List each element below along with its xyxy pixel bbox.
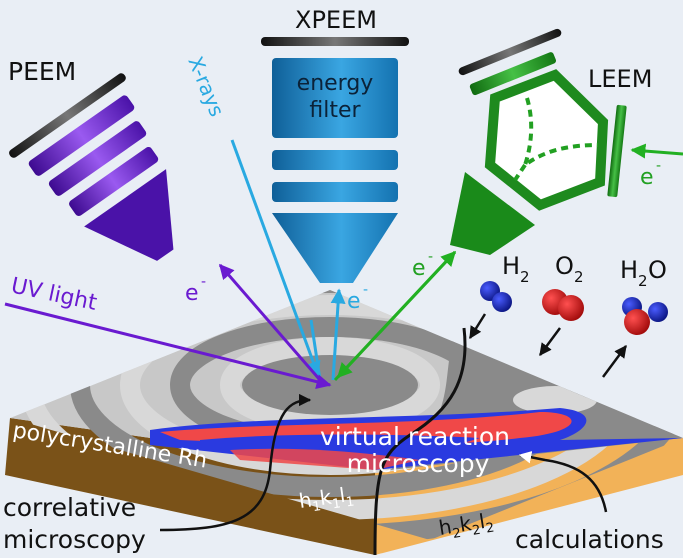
energy-filter-block <box>272 58 398 138</box>
beams <box>4 139 683 390</box>
leem-objective-cone <box>450 172 535 255</box>
leem-label: LEEM <box>588 65 652 93</box>
svg-text:e: e <box>412 256 426 281</box>
svg-text:-: - <box>201 274 206 290</box>
svg-text:H: H <box>502 252 520 280</box>
xpeem-label: XPEEM <box>295 6 377 34</box>
svg-text:e: e <box>347 289 361 314</box>
calculations-label: calculations <box>515 525 664 554</box>
virtual-reaction-label: virtual reaction <box>320 422 510 451</box>
svg-text:-: - <box>428 249 433 265</box>
xpeem-lens-1 <box>272 150 398 170</box>
xray-beam <box>230 139 321 377</box>
calculations-arrow <box>518 451 608 513</box>
peem-objective-cone <box>84 169 174 261</box>
leem-incoming-electron-label: e - <box>640 158 661 190</box>
peem-lens-1 <box>28 95 135 176</box>
sample-side-grain1 <box>5 418 375 555</box>
xrays-label: X-rays <box>183 53 229 120</box>
correlative-label-line1: correlative <box>3 493 136 522</box>
svg-text:-: - <box>363 282 368 298</box>
o2-label: O 2 <box>555 252 584 286</box>
molecule-h2o: H 2 O <box>601 256 668 378</box>
hydrogen-atom <box>492 292 512 312</box>
svg-text:O: O <box>648 256 667 284</box>
energy-filter-label-line1: energy <box>297 71 374 96</box>
peem-instrument <box>9 73 174 261</box>
svg-text:2: 2 <box>638 272 648 290</box>
leem-electron-label: e - <box>412 249 433 281</box>
uv-light-beam <box>4 302 332 390</box>
svg-text:e: e <box>185 281 199 306</box>
peem-lens-black <box>9 73 126 158</box>
peem-label: PEEM <box>8 57 76 86</box>
grain2-miller-index: h2k2l2 <box>437 508 495 544</box>
svg-text:2: 2 <box>520 268 530 286</box>
xpeem-instrument: energy filter <box>261 37 409 283</box>
svg-text:H: H <box>620 256 638 284</box>
leem-incoming-electron <box>630 143 683 159</box>
svg-text:2: 2 <box>574 268 584 286</box>
svg-text:h1k1l1: h1k1l1 <box>297 482 355 517</box>
xpeem-lens-black <box>261 37 409 46</box>
leem-beam-separator <box>484 69 609 211</box>
svg-text:h2k2l2: h2k2l2 <box>437 508 495 544</box>
hydrogen-atom <box>648 302 668 322</box>
leem-dashed-paths <box>513 97 599 182</box>
oxygen-atom <box>558 295 584 321</box>
svg-text:-: - <box>656 158 661 174</box>
grain1-miller-index: h1k1l1 <box>297 482 355 517</box>
xpeem-objective-cone <box>272 213 398 283</box>
molecule-h2: H 2 <box>468 252 530 340</box>
leem-side-lens <box>607 104 627 198</box>
svg-text:e: e <box>640 165 654 190</box>
peem-lens-2 <box>48 121 147 196</box>
molecule-o2: O 2 <box>538 252 584 357</box>
leem-instrument <box>450 28 627 255</box>
leem-lens-black <box>458 28 562 76</box>
leem-lens-green <box>469 52 556 96</box>
oxygen-atom <box>624 309 650 335</box>
peem-electron-beam <box>218 263 322 381</box>
correlative-label-line2: microscopy <box>3 525 146 554</box>
xpeem-electron-beam <box>330 288 346 381</box>
peem-electron-label: e - <box>185 274 206 306</box>
h2-label: H 2 <box>502 252 530 286</box>
svg-text:O: O <box>555 252 574 280</box>
virtual-microscopy-label: microscopy <box>347 449 490 478</box>
xpeem-electron-label: e - <box>347 282 368 314</box>
correlative-arrow <box>159 393 312 532</box>
peem-lens-3 <box>69 146 159 216</box>
h2o-label: H 2 O <box>620 256 667 290</box>
xpeem-lens-2 <box>272 182 398 202</box>
grain-boundary-line <box>373 327 467 556</box>
energy-filter-label-line2: filter <box>309 98 361 123</box>
